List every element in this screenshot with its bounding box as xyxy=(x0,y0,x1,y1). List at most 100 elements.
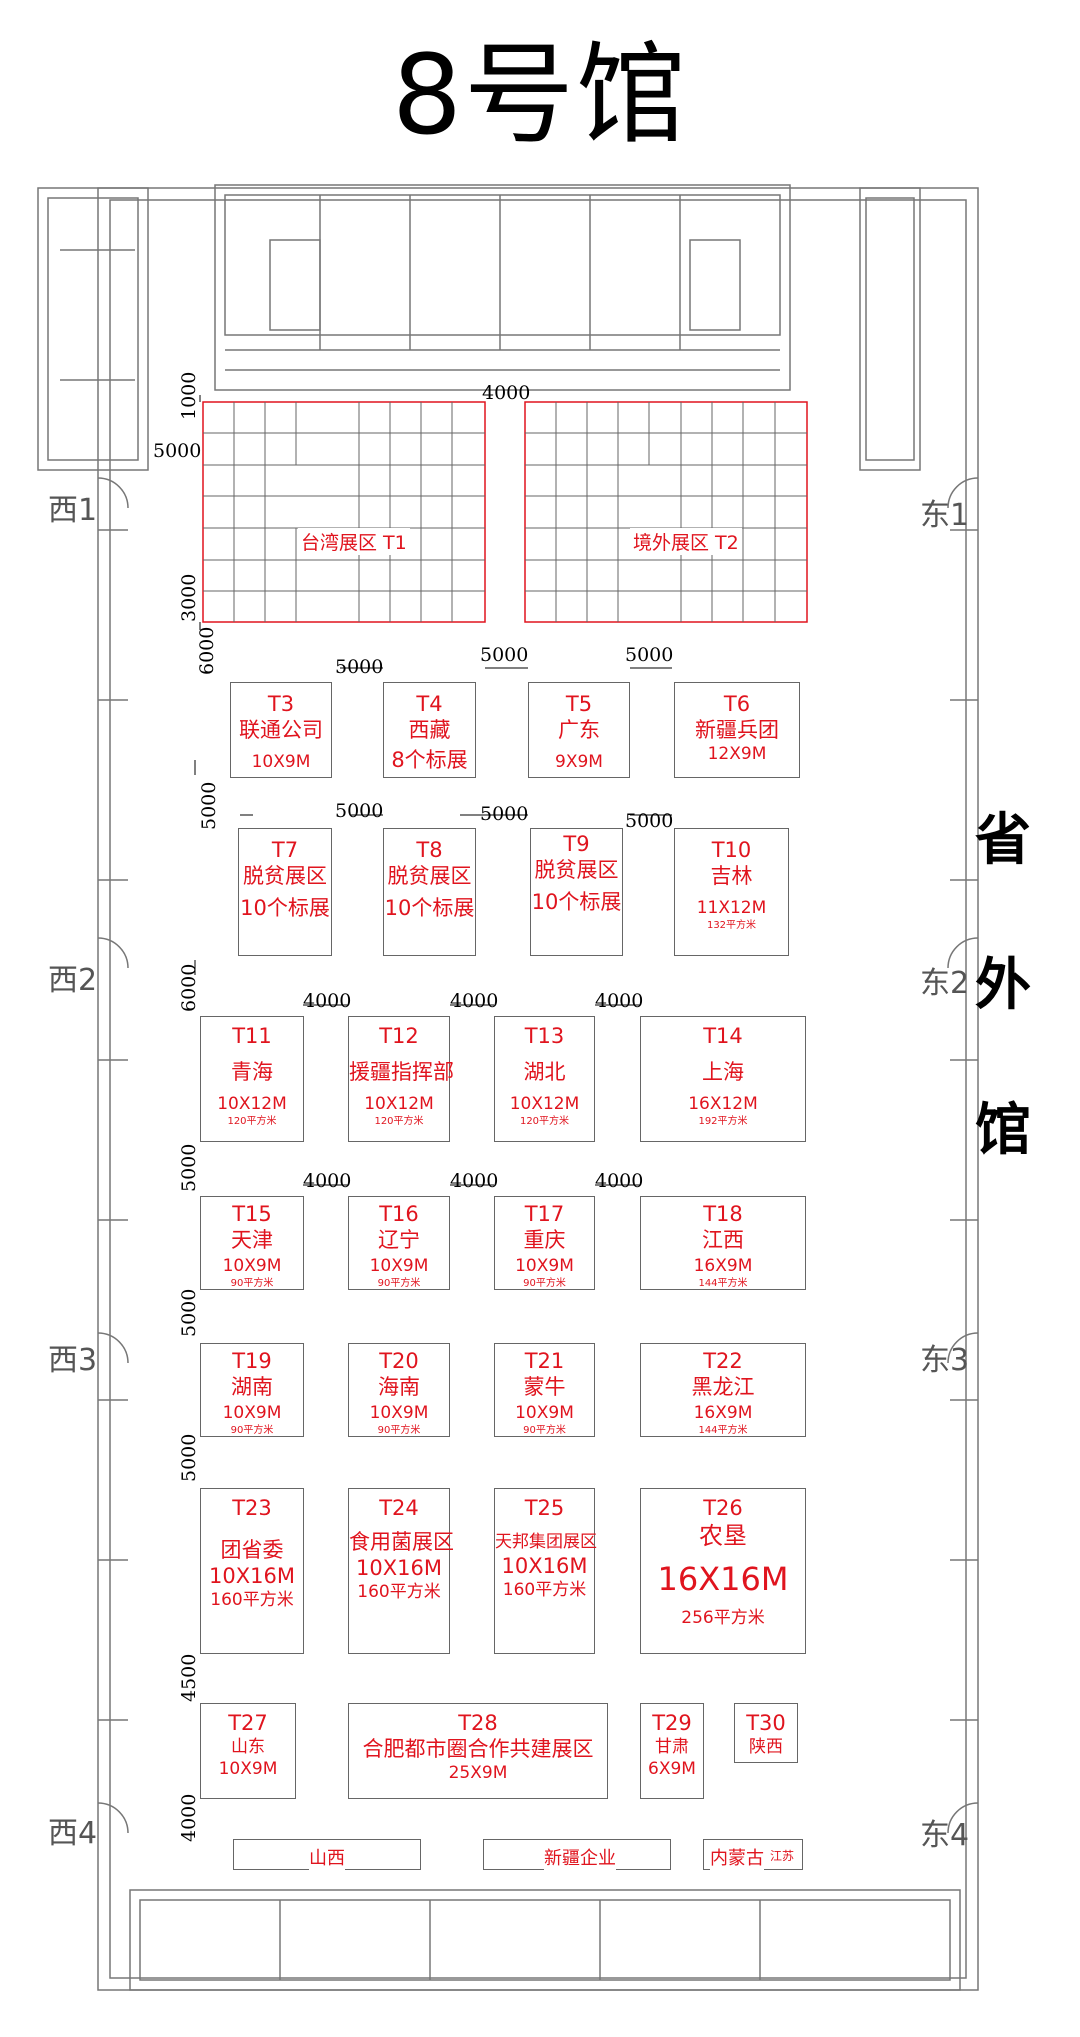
booth-t16[interactable]: T16 辽宁 10X9M 90平方米 xyxy=(348,1196,450,1290)
booth-t26-size: 16X16M xyxy=(657,1560,789,1598)
booth-t24[interactable]: T24 食用菌展区 10X16M 160平方米 xyxy=(348,1488,454,1654)
booth-t13-area: 120平方米 xyxy=(519,1116,570,1127)
hall-title: 8号馆 xyxy=(392,31,688,159)
dim-row6-v: 5000 xyxy=(178,1433,200,1482)
booth-t3-id: T3 xyxy=(267,692,295,716)
booth-t17-id: T17 xyxy=(524,1202,565,1226)
booth-t5-id: T5 xyxy=(565,692,593,716)
booth-t29-size: 6X9M xyxy=(648,1759,696,1779)
booth-t7[interactable]: T7 脱贫展区 10个标展 xyxy=(238,828,332,956)
booth-t4-name: 西藏 xyxy=(408,718,451,742)
booth-t13-size: 10X12M xyxy=(509,1094,580,1114)
zone-t1-outline xyxy=(202,401,486,623)
strip-neimenggu-jiangsu[interactable]: 内蒙古 江苏 xyxy=(703,1839,803,1870)
booth-t14-size: 16X12M xyxy=(688,1094,758,1114)
booth-t28[interactable]: T28 合肥都市圈合作共建展区 25X9M xyxy=(348,1703,608,1799)
booth-t23-id: T23 xyxy=(232,1496,272,1520)
booth-t9-note: 10个标展 xyxy=(531,890,622,914)
booth-t18[interactable]: T18 江西 16X9M 144平方米 xyxy=(640,1196,806,1290)
booth-t22[interactable]: T22 黑龙江 16X9M 144平方米 xyxy=(640,1343,806,1437)
booth-t27-id: T27 xyxy=(228,1711,268,1735)
booth-t4[interactable]: T4 西藏 8个标展 xyxy=(383,682,476,778)
booth-t12[interactable]: T12 援疆指挥部 10X12M 120平方米 xyxy=(348,1016,454,1142)
booth-t19-name: 湖南 xyxy=(231,1375,273,1399)
booth-t25[interactable]: T25 天邦集团展区 10X16M 160平方米 xyxy=(494,1488,597,1654)
dim-row4-gap-3: 4000 xyxy=(595,1170,644,1192)
booth-t10-size: 11X12M xyxy=(696,898,767,918)
dim-row1-gap-1: 5000 xyxy=(335,656,384,678)
dim-row4-gap-2: 4000 xyxy=(450,1170,499,1192)
booth-t12-id: T12 xyxy=(379,1024,419,1048)
booth-t23[interactable]: T23 团省委 10X16M 160平方米 xyxy=(200,1488,304,1654)
booth-t3-size: 10X9M xyxy=(251,752,311,772)
east-service-wing xyxy=(859,187,921,471)
booth-t13[interactable]: T13 湖北 10X12M 120平方米 xyxy=(494,1016,595,1142)
booth-t24-area: 160平方米 xyxy=(357,1582,441,1602)
booth-t14-id: T14 xyxy=(703,1024,743,1048)
booth-t28-id: T28 xyxy=(458,1711,498,1735)
booth-t29-name: 甘肃 xyxy=(655,1737,689,1757)
booth-t18-name: 江西 xyxy=(702,1228,744,1252)
booth-t6[interactable]: T6 新疆兵团 12X9M xyxy=(674,682,800,778)
booth-t20-id: T20 xyxy=(379,1349,419,1373)
booth-t23-size: 10X16M xyxy=(209,1564,295,1588)
booth-t26[interactable]: T26 农垦 16X16M 256平方米 xyxy=(640,1488,806,1654)
booth-t15-area: 90平方米 xyxy=(230,1278,274,1289)
entrance-west-2: 西2 xyxy=(48,963,98,998)
booth-t18-id: T18 xyxy=(703,1202,743,1226)
booth-t26-area: 256平方米 xyxy=(681,1608,765,1628)
booth-t6-id: T6 xyxy=(723,692,751,716)
west-service-wing xyxy=(37,187,149,471)
booth-t15-size: 10X9M xyxy=(222,1256,282,1276)
dim-row1-gap-3: 5000 xyxy=(625,644,674,666)
entrance-west-4: 西4 xyxy=(48,1816,98,1851)
dim-row5-v: 5000 xyxy=(178,1288,200,1337)
booth-t11-id: T11 xyxy=(232,1024,272,1048)
booth-t19[interactable]: T19 湖南 10X9M 90平方米 xyxy=(200,1343,304,1437)
booth-t5[interactable]: T5 广东 9X9M xyxy=(528,682,630,778)
entrance-east-3: 东3 xyxy=(920,1343,970,1378)
booth-t25-area: 160平方米 xyxy=(502,1580,587,1600)
south-structure xyxy=(129,1889,961,1991)
booth-t20[interactable]: T20 海南 10X9M 90平方米 xyxy=(348,1343,450,1437)
booth-t17-size: 10X9M xyxy=(515,1256,574,1276)
booth-t10[interactable]: T10 吉林 11X12M 132平方米 xyxy=(674,828,789,956)
booth-t19-id: T19 xyxy=(232,1349,272,1373)
booth-t11-name: 青海 xyxy=(231,1060,273,1084)
strip-jiangsu-label: 江苏 xyxy=(770,1847,795,1864)
booth-t21-size: 10X9M xyxy=(515,1403,574,1423)
booth-t17[interactable]: T17 重庆 10X9M 90平方米 xyxy=(494,1196,595,1290)
entrance-east-2: 东2 xyxy=(920,966,970,1001)
booth-t14[interactable]: T14 上海 16X12M 192平方米 xyxy=(640,1016,806,1142)
booth-t30[interactable]: T30 陕西 xyxy=(734,1703,798,1763)
booth-t29[interactable]: T29 甘肃 6X9M xyxy=(640,1703,704,1799)
booth-t7-note: 10个标展 xyxy=(240,896,330,920)
booth-t21-area: 90平方米 xyxy=(523,1425,566,1436)
booth-t26-name: 农垦 xyxy=(699,1522,747,1550)
booth-t22-size: 16X9M xyxy=(693,1403,753,1423)
booth-t9[interactable]: T9 脱贫展区 10个标展 xyxy=(530,828,623,956)
booth-t27[interactable]: T27 山东 10X9M xyxy=(200,1703,296,1799)
booth-t27-size: 10X9M xyxy=(218,1759,278,1779)
booth-t3[interactable]: T3 联通公司 10X9M xyxy=(230,682,332,778)
booth-t13-id: T13 xyxy=(524,1024,565,1048)
dim-row4-v: 5000 xyxy=(178,1143,200,1192)
strip-shanxi[interactable]: 山西 xyxy=(233,1839,421,1870)
strip-xinjiang[interactable]: 新疆企业 xyxy=(483,1839,671,1870)
dim-row2-v: 5000 xyxy=(198,781,220,830)
booth-t8[interactable]: T8 脱贫展区 10个标展 xyxy=(383,828,476,956)
strip-shanxi-label: 山西 xyxy=(309,1844,345,1870)
booth-t8-note: 10个标展 xyxy=(384,896,475,920)
booth-t21[interactable]: T21 蒙牛 10X9M 90平方米 xyxy=(494,1343,595,1437)
dim-row2-gap-1: 5000 xyxy=(335,800,384,822)
booth-t29-id: T29 xyxy=(652,1711,692,1735)
booth-t10-id: T10 xyxy=(711,838,752,862)
booth-t11[interactable]: T11 青海 10X12M 120平方米 xyxy=(200,1016,304,1142)
zone-t2-outline xyxy=(524,401,808,623)
booth-t6-name: 新疆兵团 xyxy=(695,718,779,742)
booth-t17-area: 90平方米 xyxy=(523,1278,566,1289)
booth-t15[interactable]: T15 天津 10X9M 90平方米 xyxy=(200,1196,304,1290)
dim-left-gap: 5000 xyxy=(153,440,202,462)
booth-t10-area: 132平方米 xyxy=(706,920,757,931)
booth-t22-id: T22 xyxy=(703,1349,743,1373)
